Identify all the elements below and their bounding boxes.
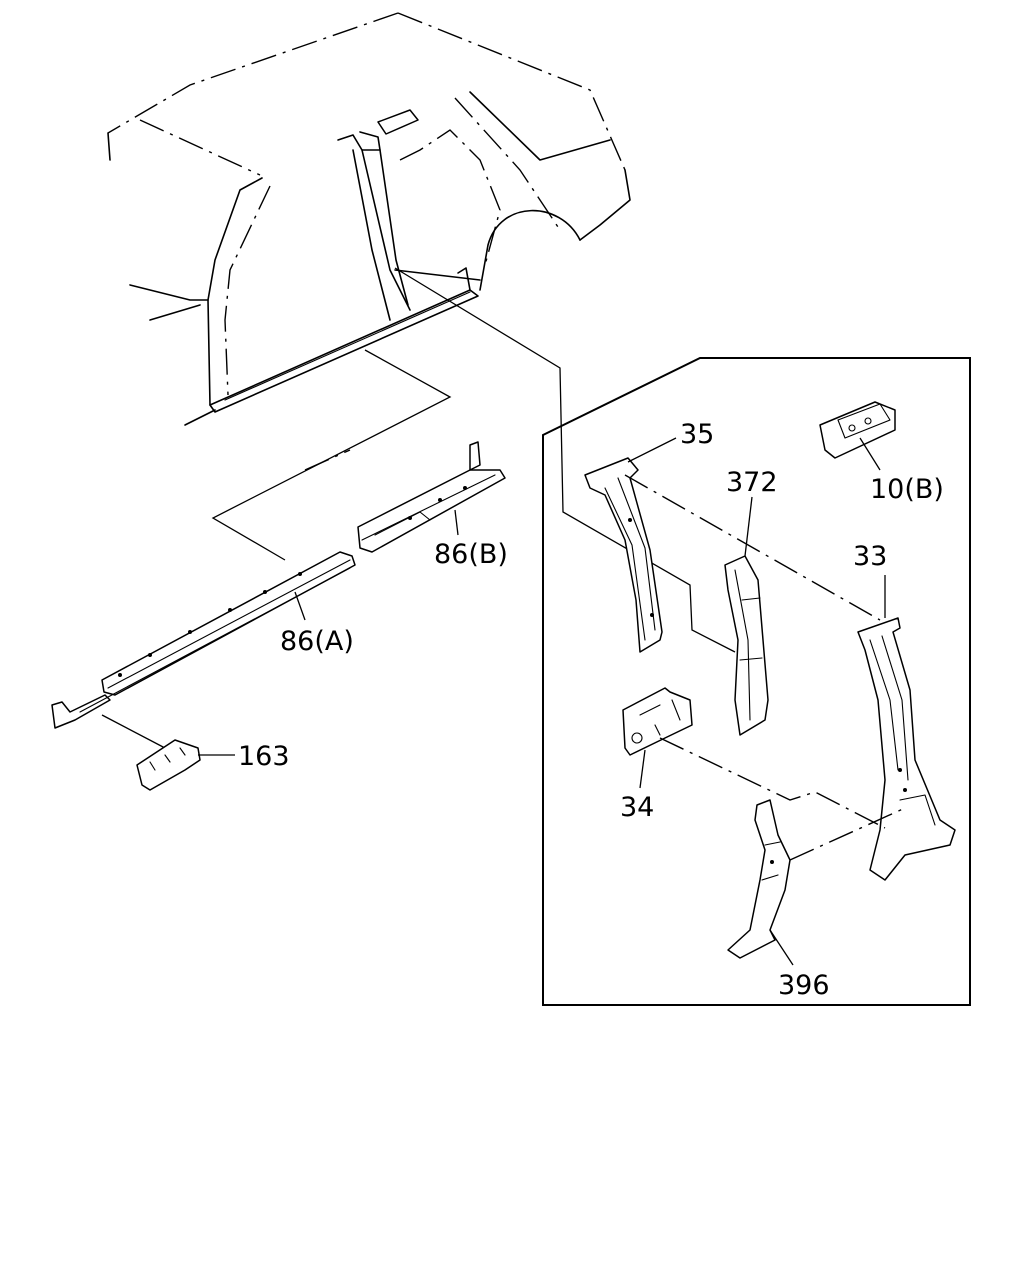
- callout-34: 34: [620, 792, 654, 823]
- callout-86b: 86(B): [434, 539, 508, 570]
- sill-to-86b-dashline: [304, 449, 351, 471]
- part-86a: [51, 551, 356, 729]
- vehicle-body-outline: [107, 12, 631, 426]
- sill-leader: [211, 349, 452, 561]
- part-10b: [819, 401, 896, 459]
- part-86b: [357, 441, 506, 553]
- callout-396: 396: [778, 970, 830, 1001]
- part-372: [724, 555, 769, 736]
- part-34: [622, 687, 693, 756]
- callout-163: 163: [238, 741, 290, 772]
- part-396: [727, 799, 791, 959]
- callout-86a: 86(A): [280, 626, 354, 657]
- pillar-to-inset-leader: [394, 267, 736, 653]
- inset-dashlines: [624, 474, 906, 861]
- callout-33: 33: [853, 541, 887, 572]
- callout-labels: 35 372 10(B) 33 86(B) 86(A) 163 34 396: [238, 419, 944, 1001]
- callout-10b: 10(B): [870, 474, 944, 505]
- callout-35: 35: [680, 419, 714, 450]
- part-163: [101, 714, 201, 791]
- callout-leaders: [198, 437, 886, 966]
- callout-372: 372: [726, 467, 778, 498]
- part-35: [584, 457, 663, 653]
- detail-inset-box: [542, 357, 971, 1006]
- part-33: [857, 617, 956, 881]
